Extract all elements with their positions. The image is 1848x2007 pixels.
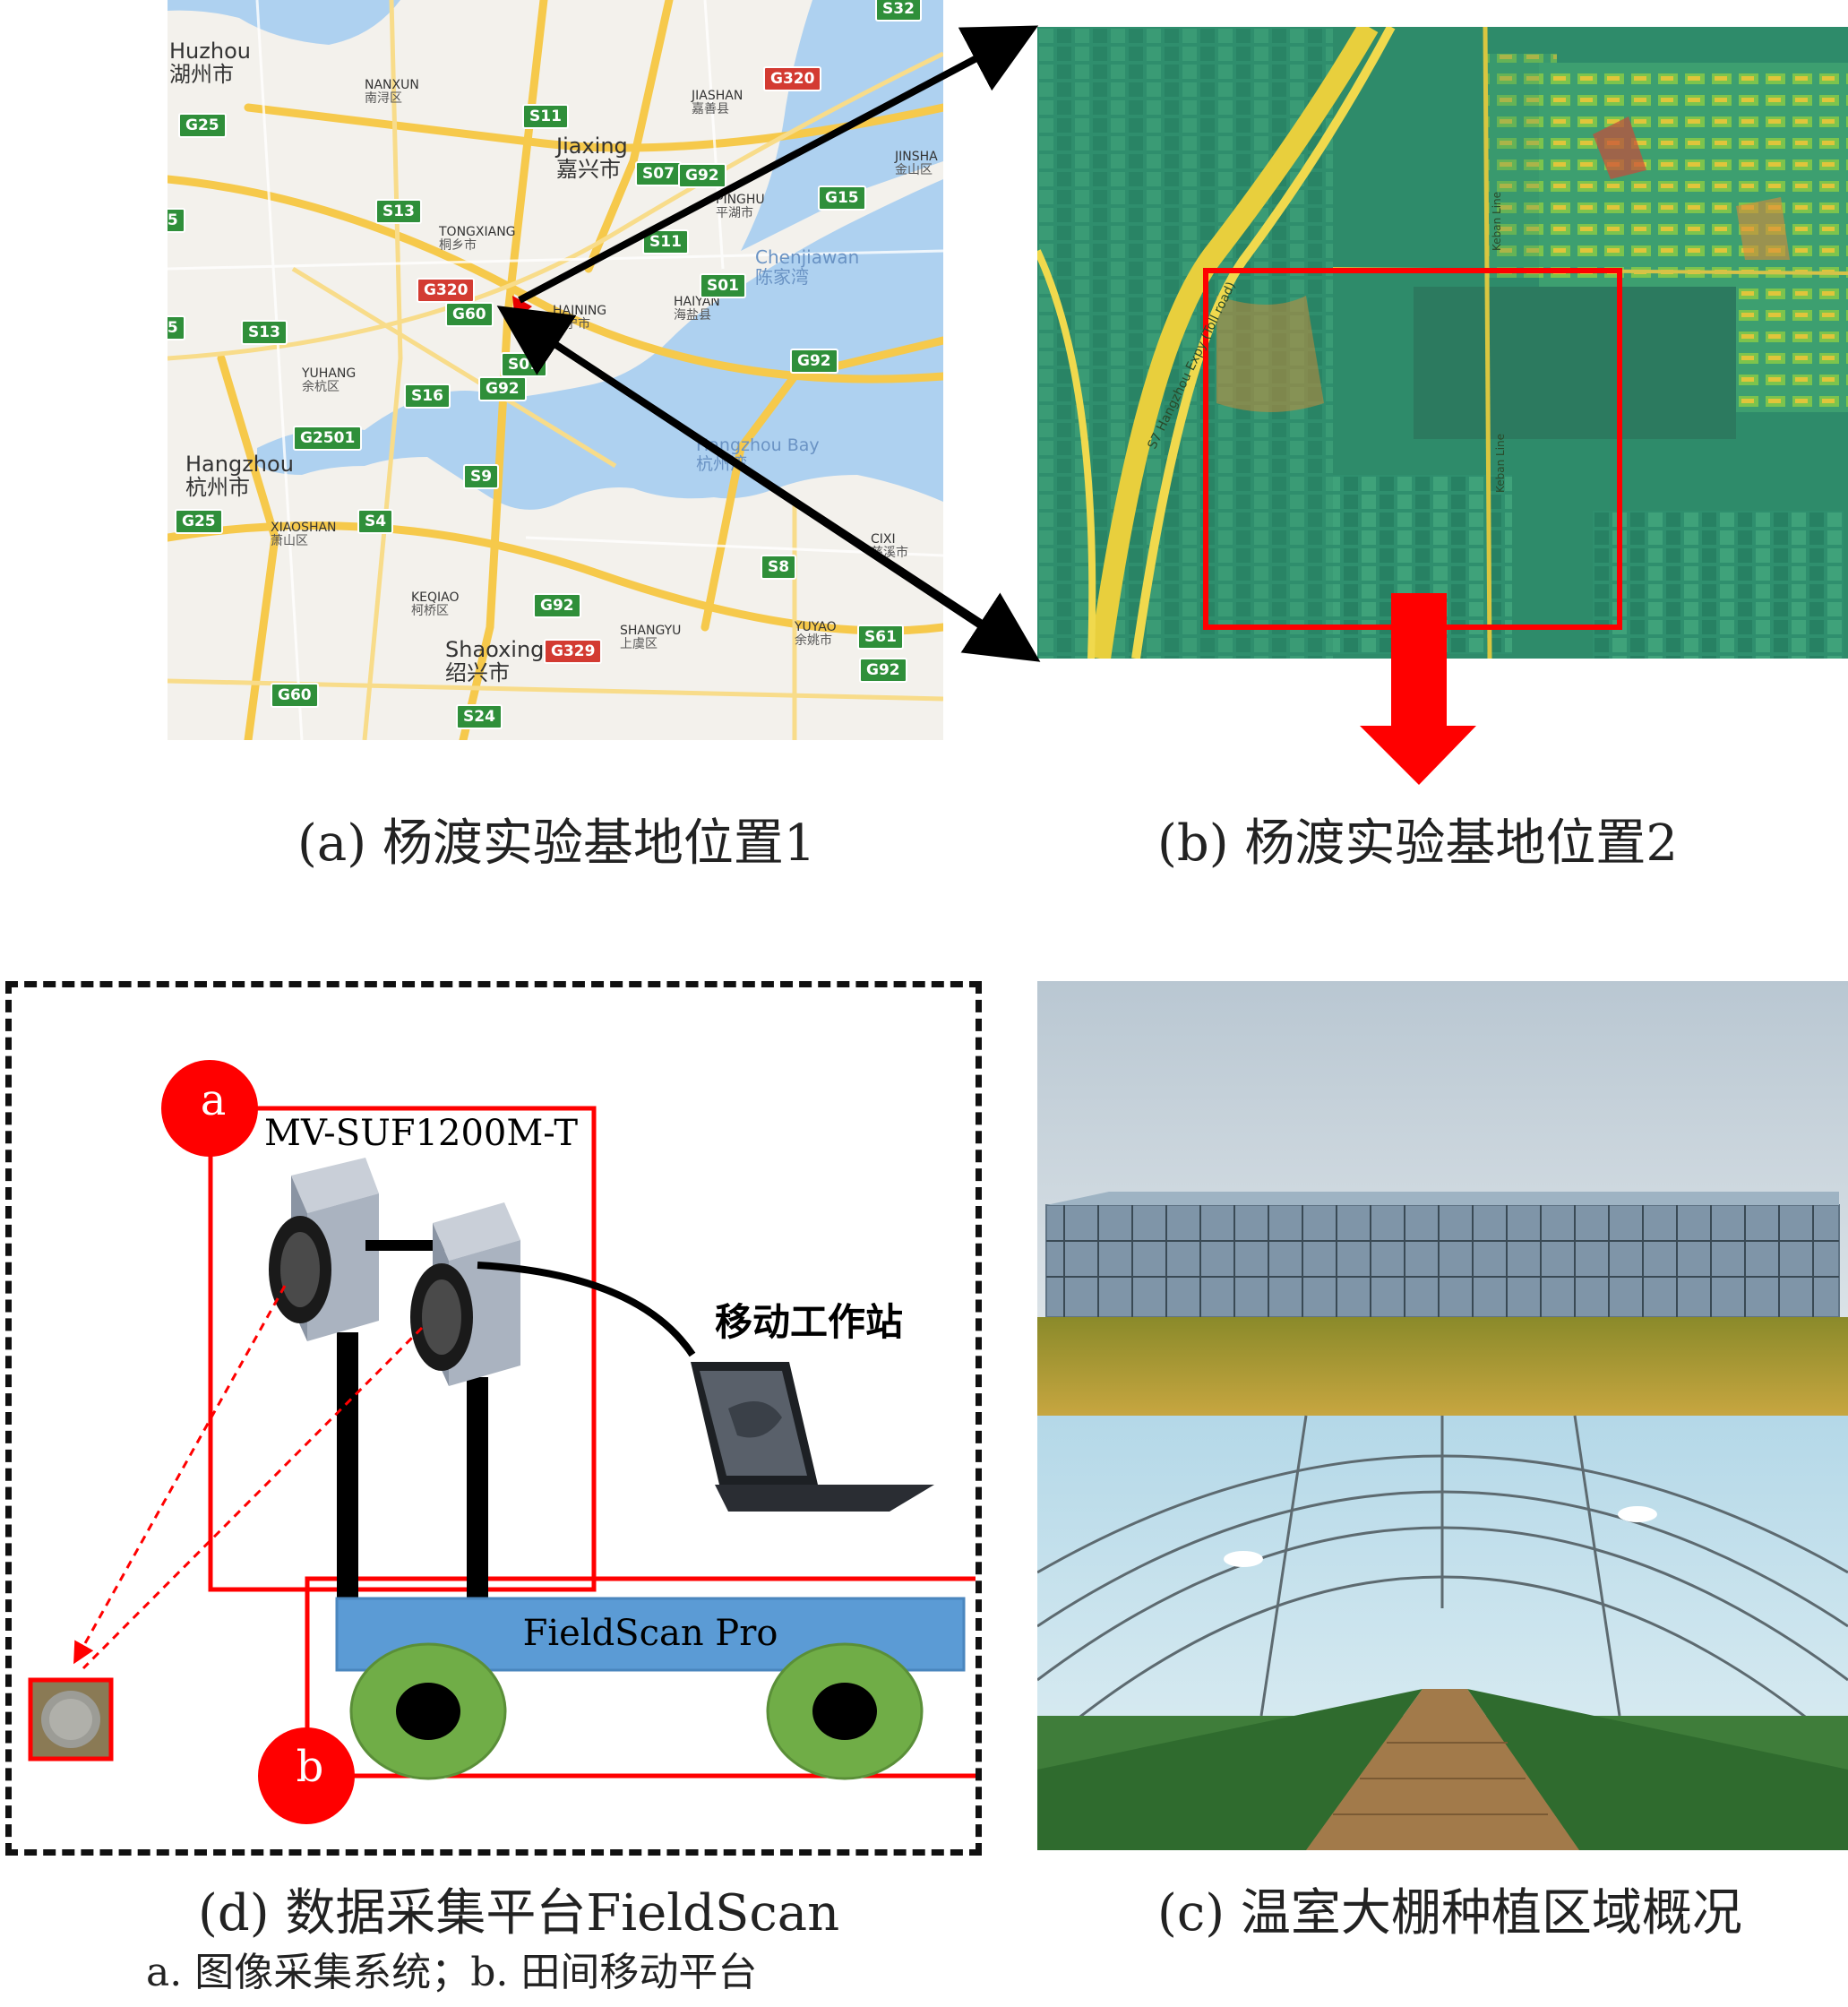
satellite-image: S7 Hangzhou Expy (Toll road) Keban Line … <box>1037 27 1848 659</box>
road-shield: G60 <box>445 302 494 327</box>
road-shield: S24 <box>456 704 503 729</box>
data-cable <box>477 1262 696 1357</box>
road-shield: S11 <box>522 104 569 129</box>
caption-d-subtitle: a. 图像采集系统；b. 田间移动平台 <box>146 1950 758 1995</box>
road-shield: S16 <box>404 383 451 409</box>
road-shield: S13 <box>241 320 288 345</box>
road-shield: G25 <box>175 509 223 534</box>
camera-left <box>269 1158 379 1341</box>
marker-b <box>258 1727 355 1824</box>
road-shield: G60 <box>271 683 319 708</box>
road-shield: S07 <box>635 161 682 186</box>
road-shield: G92 <box>478 376 527 401</box>
road-shield: G2501 <box>293 426 363 451</box>
camera-system-box <box>208 1106 597 1592</box>
road-shield: G92 <box>859 658 907 683</box>
road-shield: S32 <box>875 0 922 22</box>
road-shield: G25 <box>178 113 227 138</box>
arrow-to-sat-top <box>518 25 1039 304</box>
road-shield: S61 <box>857 624 904 650</box>
greenhouse-drawing <box>1037 981 1848 1850</box>
camera-right <box>410 1202 520 1386</box>
workstation-label: 移动工作站 <box>715 1300 904 1344</box>
marker-a <box>161 1060 258 1157</box>
road-shield: G320 <box>763 66 822 91</box>
caption-d: (d) 数据采集平台FieldScan <box>198 1884 840 1942</box>
caption-c: (c) 温室大棚种植区域概况 <box>1157 1884 1742 1942</box>
road-shield: G329 <box>544 639 603 664</box>
road-shield: S9 <box>463 464 500 489</box>
camera-post-right <box>467 1377 488 1601</box>
road-shield: S01 <box>700 273 746 298</box>
red-down-arrow <box>1360 593 1476 785</box>
road-shield: G15 <box>818 185 866 211</box>
camera-post-left <box>337 1332 358 1601</box>
caption-a: (a) 杨渡实验基地位置1 <box>297 814 816 873</box>
caption-b: (b) 杨渡实验基地位置2 <box>1157 814 1678 873</box>
road-shield: S4 <box>357 509 394 534</box>
road-shield: S8 <box>761 555 797 580</box>
satellite-base <box>1037 27 1848 659</box>
road-shield: 25 <box>168 208 185 233</box>
platform-drawing <box>28 1060 976 1824</box>
camera-view-line <box>73 1285 287 1665</box>
cart-label: FieldScan Pro <box>522 1613 778 1654</box>
road-shield: G92 <box>678 163 726 188</box>
road-shield: G92 <box>533 593 581 618</box>
greenhouse-photo <box>1037 981 1848 1850</box>
laptop-icon <box>691 1362 934 1512</box>
road-shield: 25 <box>168 315 185 340</box>
connector-arrows <box>496 25 1476 785</box>
mobile-platform-box <box>305 1576 976 1779</box>
platform-diagram: a b MV-SUF1200M-T 移动工作站 FieldScan Pro <box>5 981 982 1856</box>
camera-model-label: MV-SUF1200M-T <box>264 1113 579 1154</box>
road-shield: G92 <box>790 349 838 374</box>
marker-b-label: b <box>296 1742 324 1792</box>
arrow-to-sat-bottom <box>512 314 1041 662</box>
marker-a-label: a <box>200 1075 227 1125</box>
road-shield: S13 <box>375 199 422 224</box>
